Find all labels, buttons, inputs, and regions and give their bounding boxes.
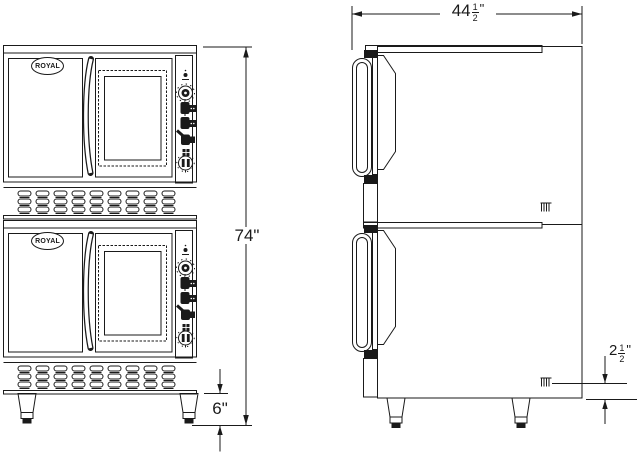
brand-name: ROYAL <box>35 62 60 70</box>
gas-unit: " <box>626 342 631 357</box>
side-upper-oven <box>352 49 552 223</box>
gas-whole: 2 <box>609 342 618 359</box>
side-legs <box>386 397 531 429</box>
brand-name: ROYAL <box>35 237 60 245</box>
width-unit: " <box>479 1 485 16</box>
front-upper-oven <box>4 46 197 220</box>
side-view <box>352 46 583 429</box>
gas-connection-dimension <box>552 356 637 424</box>
leg-height-dimension <box>204 369 228 452</box>
brand-logo-lower: ROYAL <box>31 232 64 250</box>
brand-logo-upper: ROYAL <box>31 57 64 75</box>
height-dimension-label: 74" <box>227 227 267 244</box>
width-whole: 44 <box>451 1 471 20</box>
leg-height-dimension-label: 6" <box>205 400 235 417</box>
front-legs <box>17 393 199 424</box>
front-lower-oven <box>4 221 197 395</box>
front-view <box>4 46 199 424</box>
side-lower-oven <box>352 224 552 398</box>
